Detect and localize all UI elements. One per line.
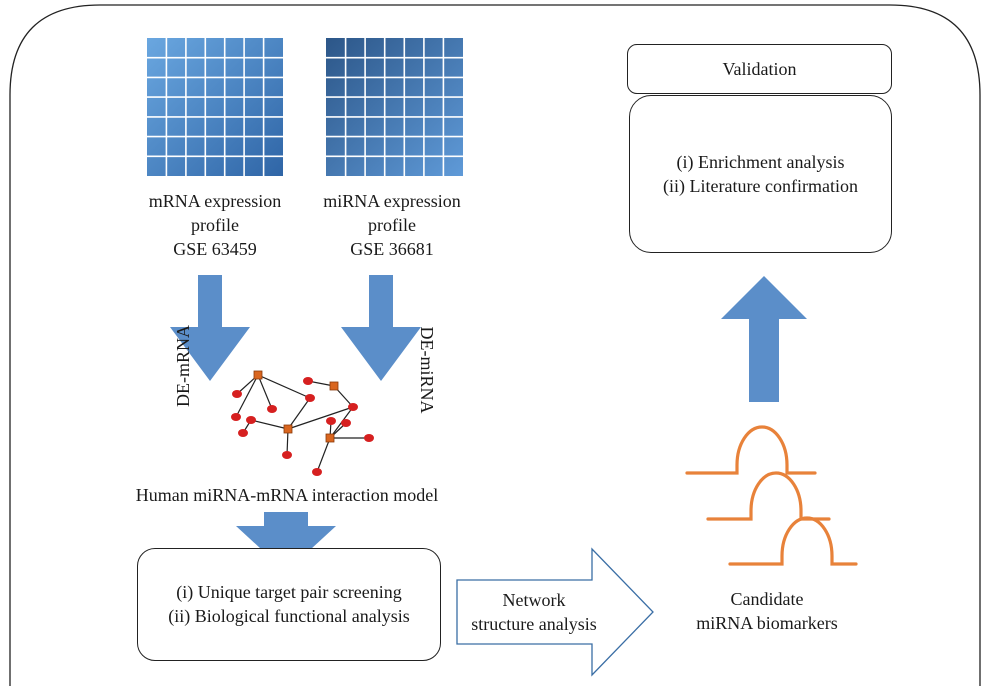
network-arrow-line1: Network [502,590,566,610]
de-mirna-arrow [341,275,421,381]
to-validation-arrow [721,276,807,402]
biomarker-peaks-icon [685,425,858,566]
network-caption: Human miRNA-mRNA interaction model [135,485,439,505]
validation-title-box [627,44,892,94]
candidate-line1: Candidate [730,589,804,609]
network-arrow-label: Network structure analysis [455,588,613,636]
mirna-grid-icon [326,38,463,176]
candidate-line2: miRNA biomarkers [696,613,838,633]
validation-items: (i) Enrichment analysis (ii) Literature … [629,150,892,198]
network-structure-arrow [456,547,654,677]
validation-item-2: (ii) Literature confirmation [663,176,858,196]
outer-frame [9,4,981,686]
de-mrna-arrow [170,275,250,381]
screening-item-2: (ii) Biological functional analysis [168,606,410,626]
mirna-profile-line3: GSE 36681 [350,239,434,259]
de-mrna-label: DE-mRNA [173,325,193,407]
mrna-grid-icon [147,38,283,176]
mrna-profile-line2: profile [191,215,239,235]
screening-box [137,548,441,661]
screening-items: (i) Unique target pair screening (ii) Bi… [137,580,441,628]
mrna-profile-label: mRNA expression profile GSE 63459 [135,189,295,261]
mirna-profile-label: miRNA expression profile GSE 36681 [300,189,484,261]
de-mirna-label: DE-miRNA [417,326,437,414]
mrna-profile-line1: mRNA expression [148,191,282,211]
candidate-label: Candidate miRNA biomarkers [672,587,862,635]
validation-title: Validation [722,59,797,79]
validation-items-box [629,95,892,253]
mirna-profile-line1: miRNA expression [323,191,461,211]
interaction-network [231,370,374,476]
mrna-profile-line3: GSE 63459 [173,239,257,259]
screening-item-1: (i) Unique target pair screening [176,582,402,602]
mirna-profile-line2: profile [368,215,416,235]
to-screening-arrow [236,512,336,572]
validation-item-1: (i) Enrichment analysis [676,152,845,172]
network-arrow-line2: structure analysis [471,614,597,634]
